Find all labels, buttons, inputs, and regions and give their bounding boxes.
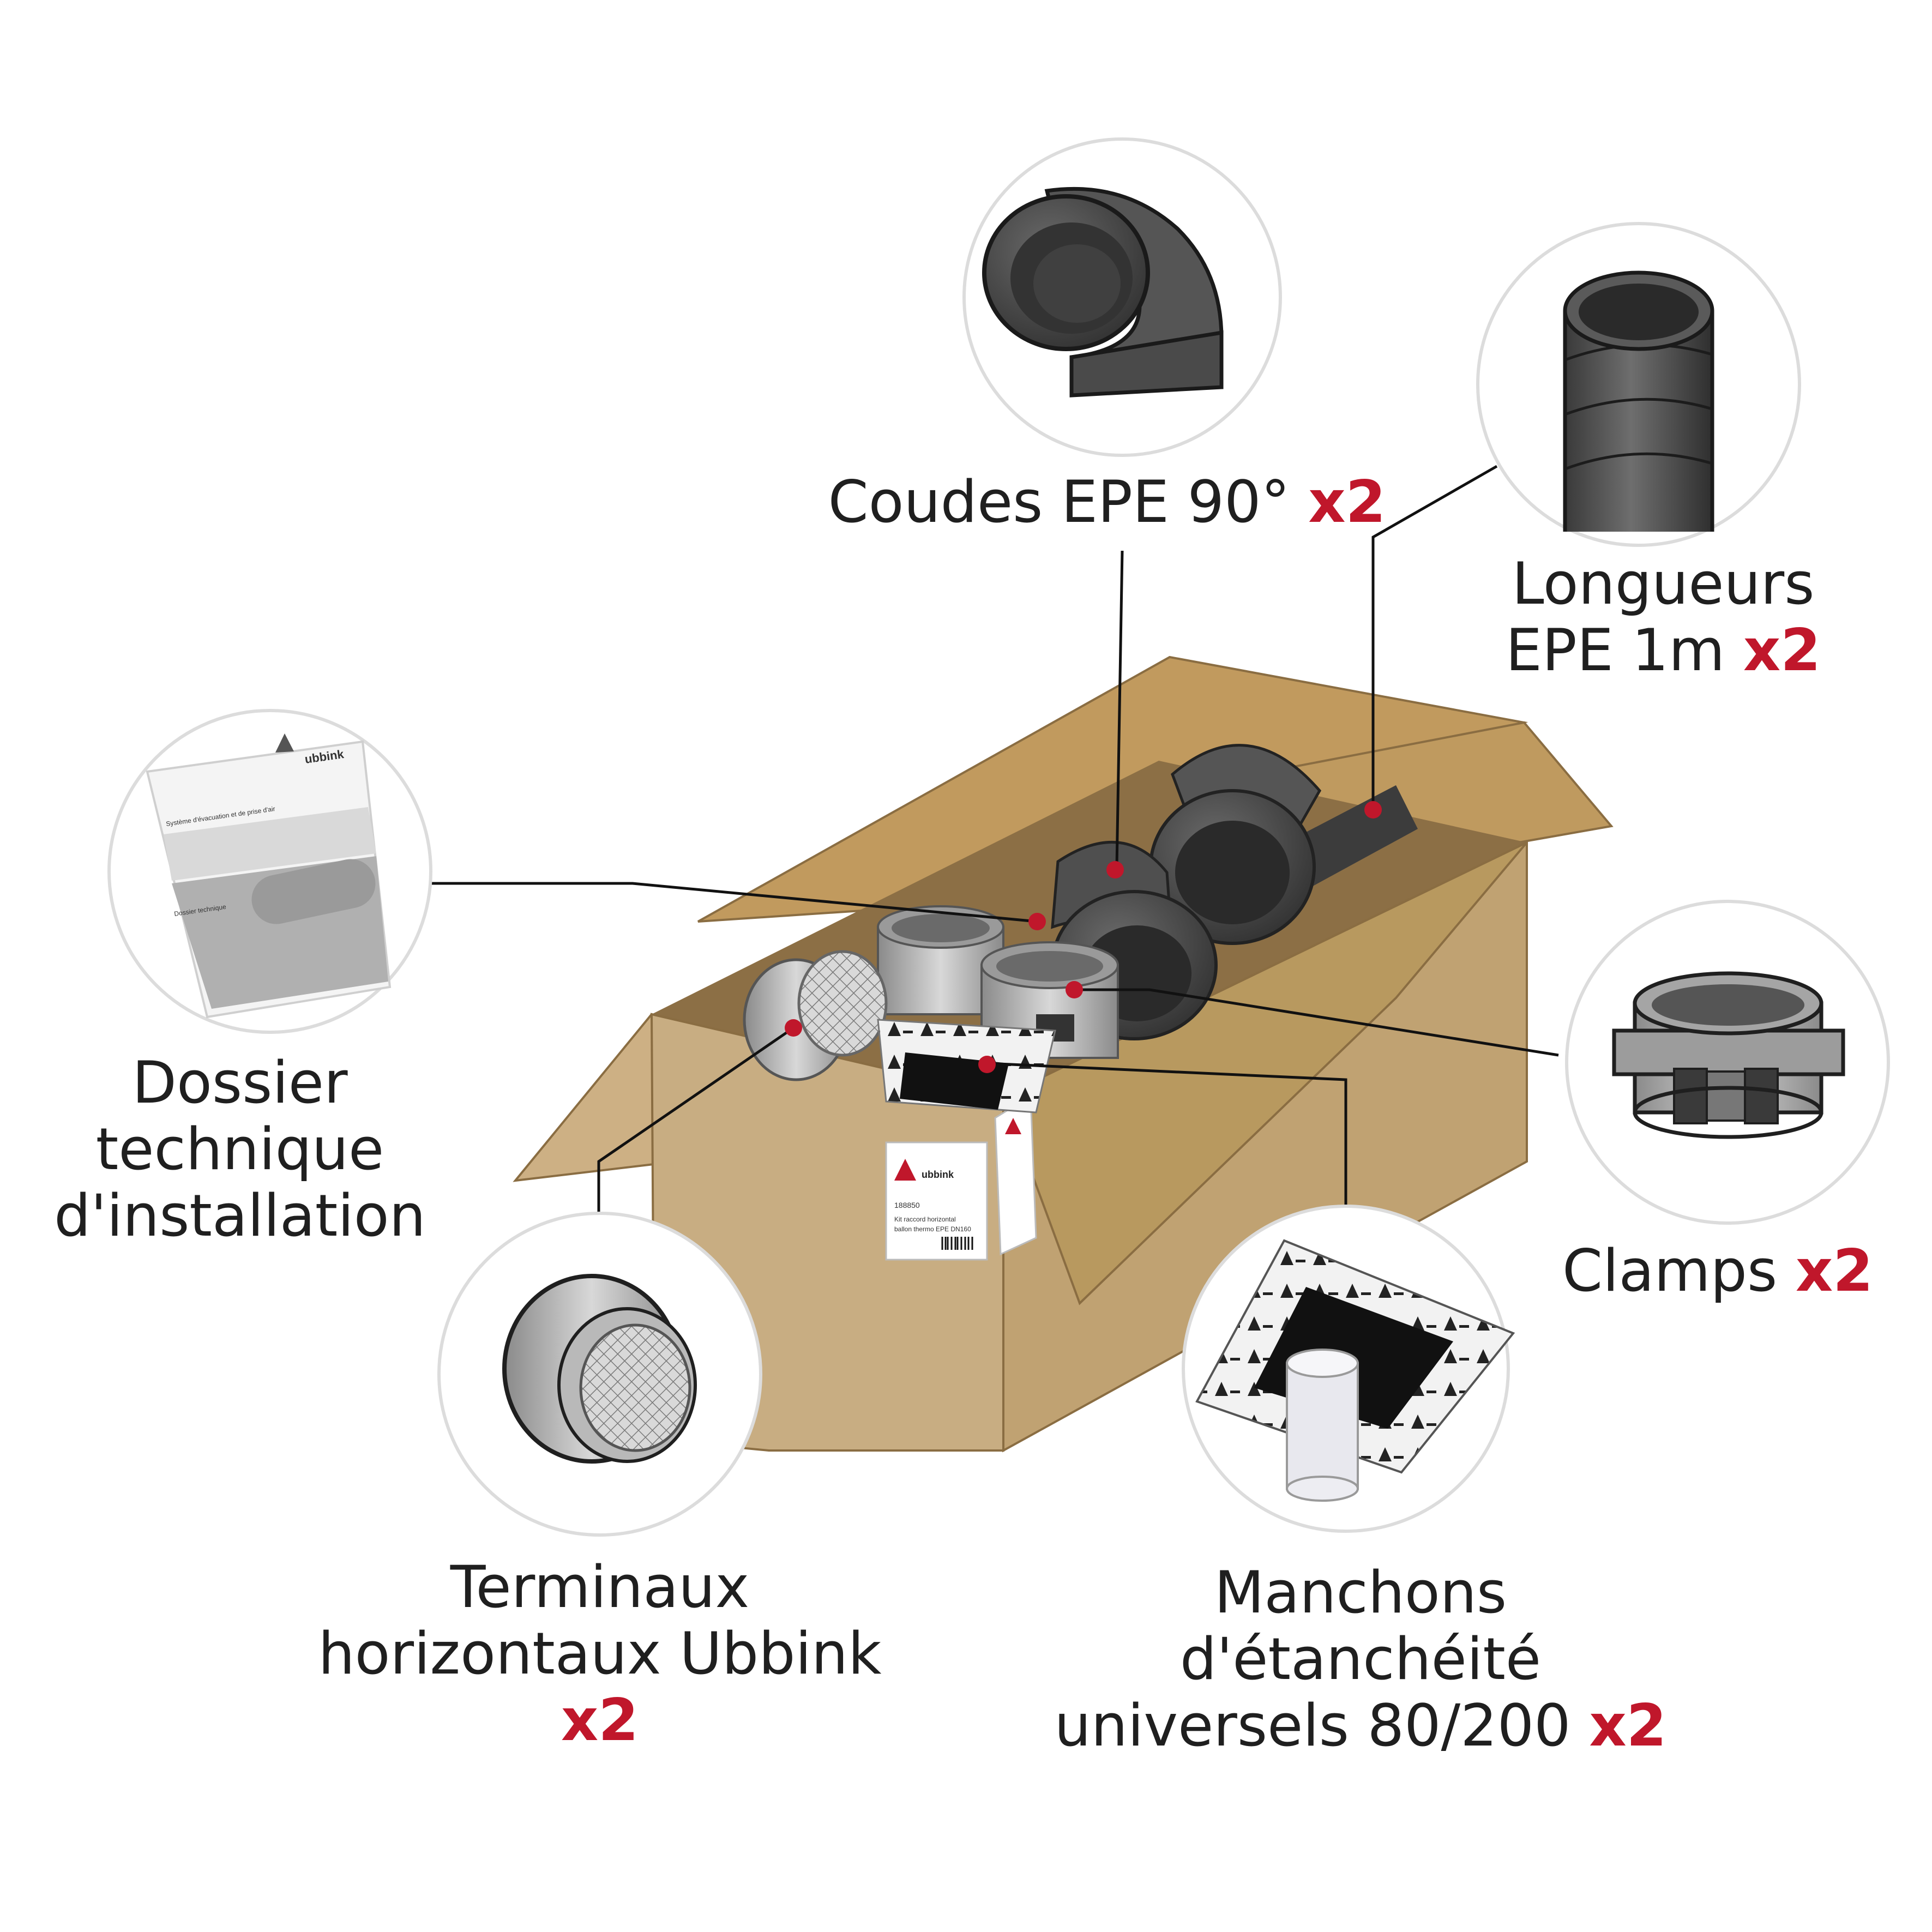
leader-longueurs <box>1371 465 1498 810</box>
label-terminaux-qty: x2 <box>561 1687 639 1754</box>
sealing-sleeve-icon <box>1195 1239 1515 1502</box>
circle-terminaux <box>437 1212 762 1537</box>
box-label-reference: 188850 <box>894 1201 920 1209</box>
circle-longueurs <box>1476 222 1801 547</box>
leader-dossier <box>431 882 1038 923</box>
terminal-icon <box>502 1274 697 1464</box>
leader-clamps <box>1077 988 1559 1057</box>
label-coudes-qty: x2 <box>1308 468 1386 535</box>
label-terminaux: Terminaux horizontaux Ubbink x2 <box>245 1554 954 1754</box>
elbow-icon <box>982 186 1224 398</box>
box-label-brand: ubbink <box>922 1169 954 1180</box>
label-manchons: Manchons d'étanchéité universels 80/200 … <box>982 1560 1740 1759</box>
label-manchons-line2: d'étanchéité <box>1179 1626 1542 1693</box>
label-dossier-line2: technique <box>95 1116 384 1183</box>
callout-dot-longueurs <box>1364 801 1382 818</box>
pipe-icon <box>1563 270 1714 532</box>
callout-dot-dossier <box>1028 913 1046 930</box>
label-manchons-line1: Manchons <box>1214 1559 1507 1626</box>
circle-clamps <box>1565 900 1890 1225</box>
label-longueurs: Longueurs EPE 1m x2 <box>1445 551 1881 684</box>
label-coudes-text: Coudes EPE 90° <box>828 468 1290 535</box>
circle-manchons <box>1182 1205 1515 1533</box>
box-label: ubbink 188850 Kit raccord horizontal bal… <box>885 1141 988 1261</box>
label-manchons-qty: x2 <box>1589 1692 1667 1759</box>
callout-dot-coudes <box>1106 861 1124 878</box>
box-contents <box>743 744 1418 1114</box>
box-label-description-1: Kit raccord horizontal <box>894 1215 956 1223</box>
box-label-description-2: ballon thermo EPE DN160 <box>894 1225 971 1233</box>
label-longueurs-line2: EPE 1m <box>1505 617 1725 684</box>
label-clamps-qty: x2 <box>1795 1237 1874 1304</box>
label-terminaux-line2: horizontaux Ubbink <box>318 1620 882 1687</box>
box-right-inner-flap <box>1002 841 1528 1305</box>
leader-lines <box>431 465 1559 1213</box>
clamp-icon <box>1612 971 1845 1139</box>
label-terminaux-line1: Terminaux <box>450 1554 750 1621</box>
callout-dot-clamps <box>1066 981 1083 998</box>
brochure-icon: ubbink Système d'évacuation et de prise … <box>146 733 392 1019</box>
label-longueurs-line1: Longueurs <box>1512 550 1815 617</box>
label-coudes: Coudes EPE 90° x2 <box>807 469 1407 535</box>
leader-manchons <box>986 1062 1347 1205</box>
callout-dots <box>785 801 1382 1073</box>
circle-coudes <box>962 137 1282 457</box>
box-side-label <box>994 1094 1037 1256</box>
leader-coudes <box>1115 550 1124 868</box>
label-dossier-line3: d'installation <box>54 1182 426 1249</box>
label-longueurs-qty: x2 <box>1743 617 1821 684</box>
circle-dossier: ubbink Système d'évacuation et de prise … <box>107 709 432 1034</box>
leader-terminaux <box>597 1026 795 1213</box>
label-manchons-line3: universels 80/200 <box>1054 1692 1571 1759</box>
cardboard-box: ubbink 188850 Kit raccord horizontal bal… <box>513 655 1614 1453</box>
label-dossier: Dossier technique d'installation <box>33 1050 447 1249</box>
label-clamps: Clamps x2 <box>1521 1238 1914 1304</box>
barcode-icon <box>941 1235 976 1251</box>
label-dossier-line1: Dossier <box>132 1049 348 1116</box>
callout-dot-terminaux <box>785 1019 802 1037</box>
label-clamps-text: Clamps <box>1562 1237 1778 1304</box>
callout-dot-manchons <box>978 1056 996 1073</box>
